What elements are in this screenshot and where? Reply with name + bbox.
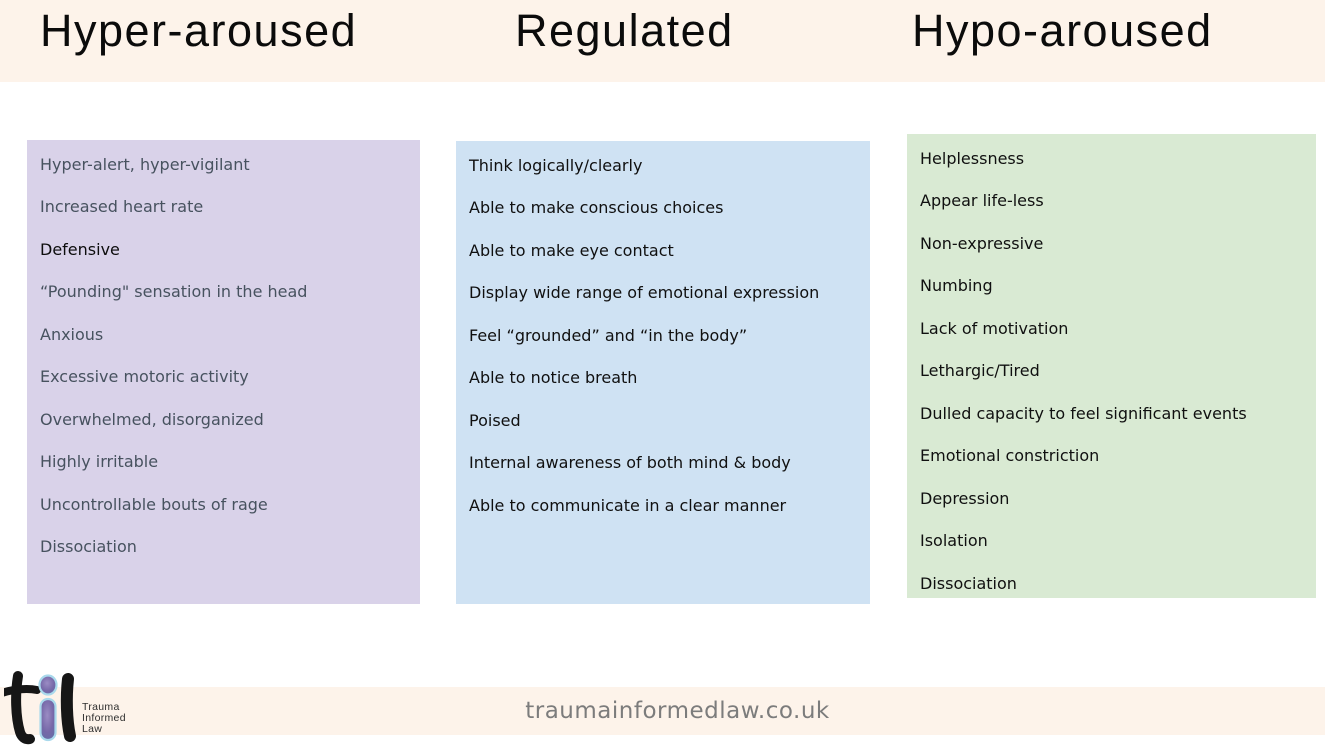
panel-regulated: Think logically/clearly Able to make con…	[456, 141, 870, 604]
list-item-label: Non-expressive	[920, 233, 1044, 253]
logo-letter-l	[60, 673, 76, 742]
list-item-label: Dissociation	[920, 573, 1017, 593]
panel-hyper-aroused: Hyper-alert, hyper-vigilant Increased he…	[27, 140, 420, 604]
list-item: Depression	[907, 477, 1316, 520]
list-item-label: Isolation	[920, 531, 988, 551]
list-item-label: Overwhelmed, disorganized	[40, 409, 264, 429]
til-logo-mark	[4, 671, 76, 745]
list-item-label: Able to communicate in a clear manner	[469, 495, 787, 515]
list-item: Non-expressive	[907, 222, 1316, 265]
list-item: Able to notice breath	[456, 357, 870, 400]
list-item-label: Dissociation	[40, 537, 137, 557]
list-item-label: Lack of motivation	[920, 318, 1069, 338]
list-item-label: Able to notice breath	[469, 368, 638, 388]
list-item-label: Highly irritable	[40, 452, 159, 472]
list-item: Poised	[456, 399, 870, 442]
list-item: Numbing	[907, 265, 1316, 308]
list-item: Anxious	[27, 313, 420, 356]
hypo-aroused-list: Helplessness Appear life-less Non-expres…	[907, 134, 1316, 598]
logo-tagline-line: Informed	[82, 712, 126, 724]
title-hypo-aroused: Hypo-aroused	[912, 5, 1213, 56]
list-item-label: Internal awareness of both mind & body	[469, 453, 791, 473]
regulated-list: Think logically/clearly Able to make con…	[456, 141, 870, 527]
list-item: Helplessness	[907, 137, 1316, 180]
list-item: Dissociation	[27, 526, 420, 569]
list-item-label: Defensive	[40, 239, 120, 259]
list-item: Appear life-less	[907, 180, 1316, 223]
list-item: Overwhelmed, disorganized	[27, 398, 420, 441]
list-item: Lack of motivation	[907, 307, 1316, 350]
list-item-label: Poised	[469, 410, 521, 430]
list-item-label: Able to make eye contact	[469, 240, 674, 260]
list-item: Able to make eye contact	[456, 229, 870, 272]
list-item-label: Display wide range of emotional expressi…	[469, 283, 820, 303]
logo-tagline-line: Law	[82, 723, 103, 735]
list-item-label: Dulled capacity to feel significant even…	[920, 403, 1247, 423]
list-item: Dulled capacity to feel significant even…	[907, 392, 1316, 435]
list-item: Excessive motoric activity	[27, 356, 420, 399]
list-item: Dissociation	[907, 562, 1316, 598]
list-item-label: Feel “grounded” and “in the body”	[469, 325, 748, 345]
list-item-label: Uncontrollable bouts of rage	[40, 494, 268, 514]
list-item: Think logically/clearly	[456, 144, 870, 187]
list-item-label: Depression	[920, 488, 1010, 508]
logo-letter-t	[4, 671, 41, 745]
list-item-label: Able to make conscious choices	[469, 198, 724, 218]
list-item-label: Appear life-less	[920, 191, 1044, 211]
hyper-aroused-list: Hyper-alert, hyper-vigilant Increased he…	[27, 140, 420, 568]
list-item: Lethargic/Tired	[907, 350, 1316, 393]
list-item-label: Think logically/clearly	[469, 155, 643, 175]
list-item-label: Emotional constriction	[920, 446, 1100, 466]
title-hyper-aroused: Hyper-aroused	[40, 5, 358, 56]
list-item-label: Hyper-alert, hyper-vigilant	[40, 154, 250, 174]
footer-band: traumainformedlaw.co.uk	[0, 687, 1325, 735]
list-item: Hyper-alert, hyper-vigilant	[27, 143, 420, 186]
logo-tagline: Trauma Informed Law	[82, 702, 126, 735]
website-url: traumainformedlaw.co.uk	[525, 698, 830, 724]
list-item: Highly irritable	[27, 441, 420, 484]
list-item: Increased heart rate	[27, 186, 420, 229]
list-item-label: Numbing	[920, 276, 993, 296]
list-item-label: Lethargic/Tired	[920, 361, 1040, 381]
list-item: Isolation	[907, 520, 1316, 563]
list-item: Feel “grounded” and “in the body”	[456, 314, 870, 357]
til-logo: Trauma Informed Law	[4, 662, 164, 745]
list-item-label: Increased heart rate	[40, 197, 204, 217]
panel-hypo-aroused: Helplessness Appear life-less Non-expres…	[907, 134, 1316, 598]
logo-tagline-line: Trauma	[82, 701, 120, 713]
list-item-label: Helplessness	[920, 148, 1025, 168]
list-item: Defensive	[27, 228, 420, 271]
list-item-label: Anxious	[40, 324, 104, 344]
title-regulated: Regulated	[515, 5, 734, 56]
logo-letter-i	[38, 674, 58, 742]
header-band: Hyper-aroused Regulated Hypo-aroused	[0, 0, 1325, 82]
list-item: Display wide range of emotional expressi…	[456, 272, 870, 315]
list-item: Uncontrollable bouts of rage	[27, 483, 420, 526]
list-item: Able to make conscious choices	[456, 187, 870, 230]
list-item-label: “Pounding" sensation in the head	[40, 282, 308, 302]
list-item: Internal awareness of both mind & body	[456, 442, 870, 485]
list-item: Emotional constriction	[907, 435, 1316, 478]
list-item-label: Excessive motoric activity	[40, 367, 249, 387]
list-item: “Pounding" sensation in the head	[27, 271, 420, 314]
list-item: Able to communicate in a clear manner	[456, 484, 870, 527]
